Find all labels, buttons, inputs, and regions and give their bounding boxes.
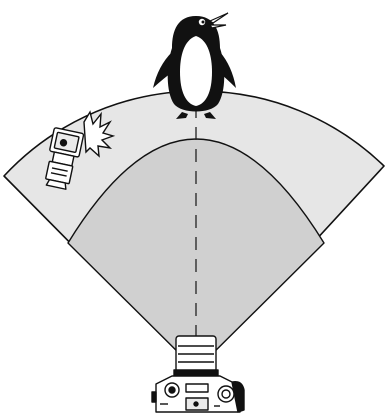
dslr-camera-icon: [152, 336, 244, 412]
